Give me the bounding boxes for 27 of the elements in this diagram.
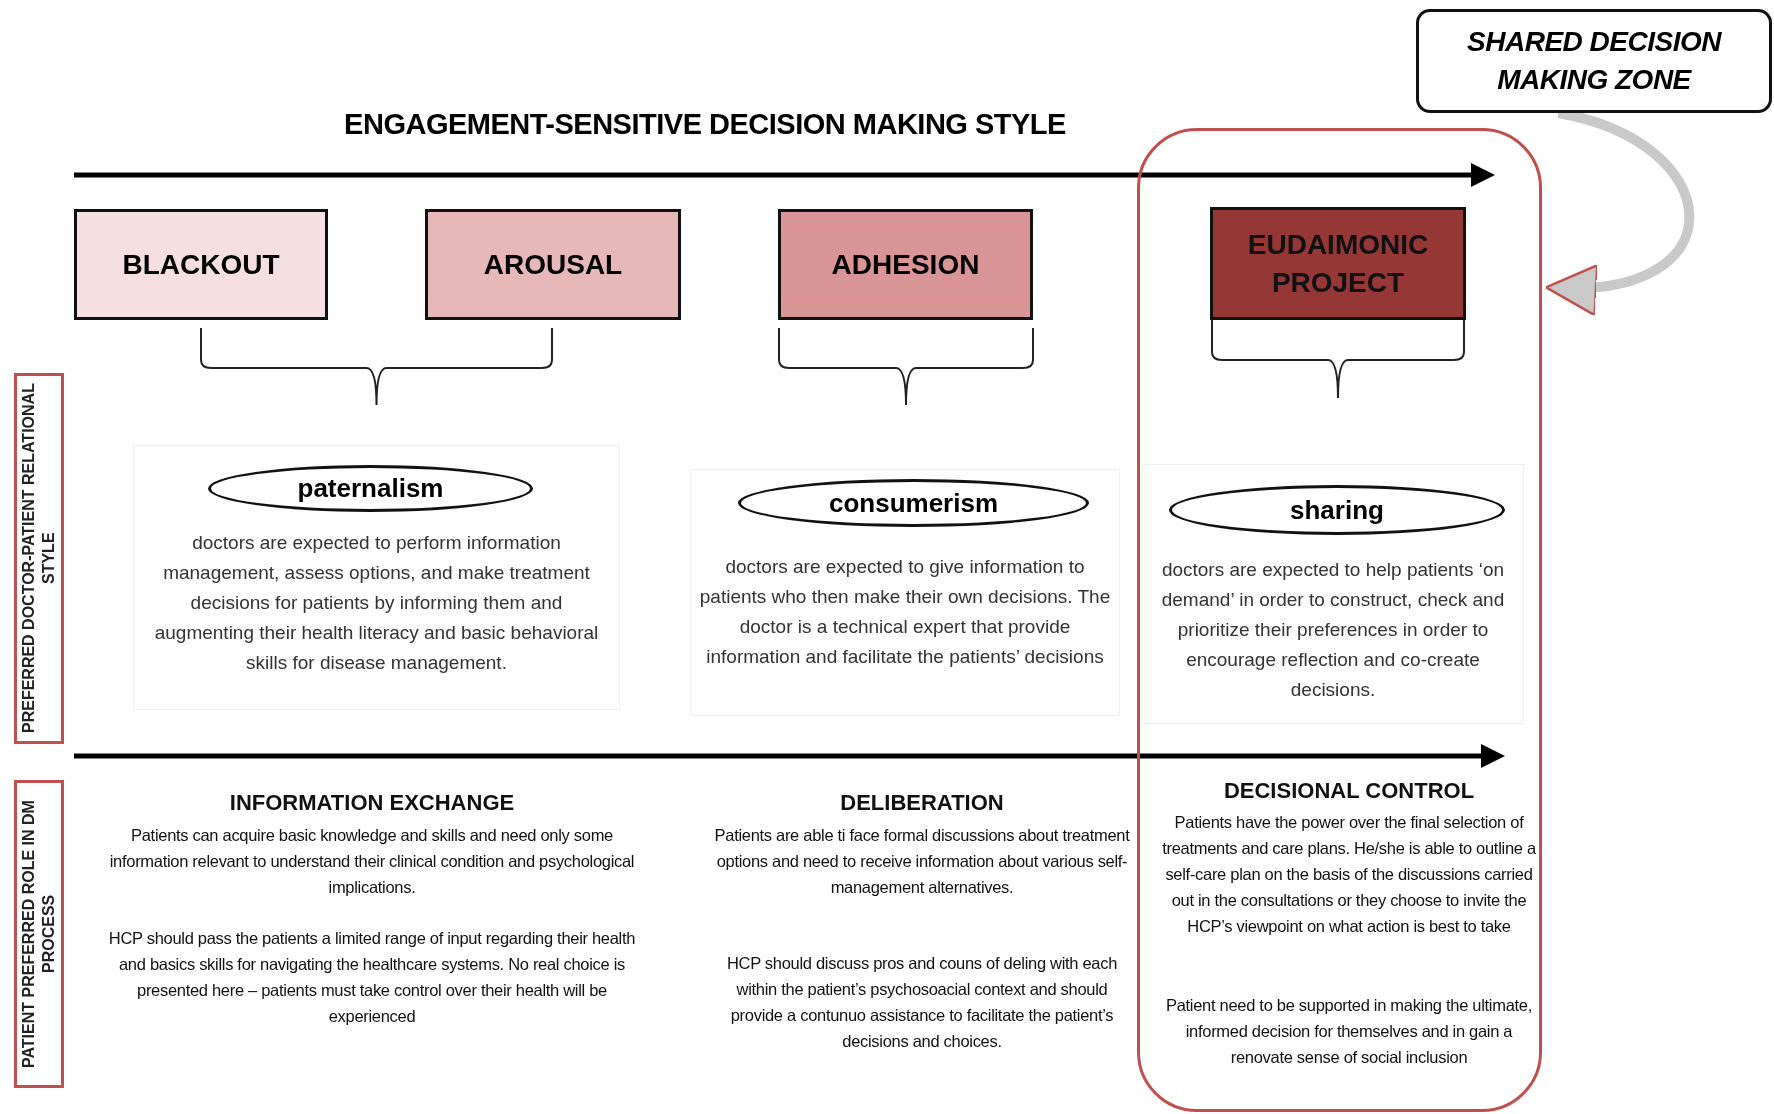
body-text: Patients have the power over the final selection of treatments and care plans. He/she is able to outline a self-care plan on the basis of the discussions carried out in the consultations or they choose to invite the HCP’s viewpoint on what action is best to take	[1161, 812, 1537, 937]
style-ellipse: consumerism	[738, 479, 1089, 527]
body-text: Patients can acquire basic knowledge and skills and need only some information relevant to understand their clinical condition and psychological implications.	[108, 825, 636, 898]
stage-box: ADHESION	[778, 209, 1033, 320]
stage-box: AROUSAL	[425, 209, 681, 320]
style-ellipse: sharing	[1169, 485, 1505, 535]
body-text: HCP should pass the patients a limited range of input regarding their health and basics skills for navigating the healthcare systems. No real choice is presented here – patients must take control over their health will be experienced	[107, 928, 637, 1027]
diagram-title: ENGAGEMENT-SENSITIVE DECISION MAKING STYLE	[343, 108, 1067, 141]
description-panel	[133, 445, 620, 710]
description-panel	[1142, 464, 1524, 724]
description-text: doctors are expected to help patients ‘on demand’ in order to construct, check and prioritize their preferences in order to encourage reflection and co-create decisions.	[1160, 558, 1506, 702]
row-header-box: PATIENT PREFERRED ROLE IN DM PROCESS	[14, 780, 64, 1088]
stage-box: BLACKOUT	[74, 209, 328, 320]
row-header-box: PREFERRED DOCTOR-PATIENT RELATIONAL STYLE	[14, 373, 64, 744]
column-heading: DELIBERATION	[839, 790, 1005, 816]
column-heading: DECISIONAL CONTROL	[1222, 778, 1476, 804]
zone-outline	[1137, 128, 1542, 1112]
body-text: Patients are able ti face formal discussions about treatment options and need to receive information about various self-management alternatives.	[713, 825, 1131, 898]
stage-box: EUDAIMONIC PROJECT	[1210, 207, 1466, 320]
description-panel	[690, 469, 1120, 716]
column-heading: INFORMATION EXCHANGE	[228, 790, 516, 816]
description-text: doctors are expected to give information to patients who then make their own decisions. The doctor is a technical expert that provide information and facilitate the patients’ decisions	[698, 555, 1112, 669]
zone-label-box: SHARED DECISION MAKING ZONE	[1416, 9, 1772, 113]
style-ellipse: paternalism	[208, 465, 533, 512]
body-text: Patient need to be supported in making the ultimate, informed decision for themselves and in gain a renovate sense of social inclusion	[1165, 995, 1533, 1068]
description-text: doctors are expected to perform information management, assess options, and make treatment decisions for patients by informing them and augmenting their health literacy and basic behavioral skills for disease management.	[153, 531, 600, 675]
body-text: HCP should discuss pros and couns of deling with each within the patient’s psychosoacial context and should provide a contunuo assistance to facilitate the patient’s decisions and choices.	[725, 953, 1119, 1052]
